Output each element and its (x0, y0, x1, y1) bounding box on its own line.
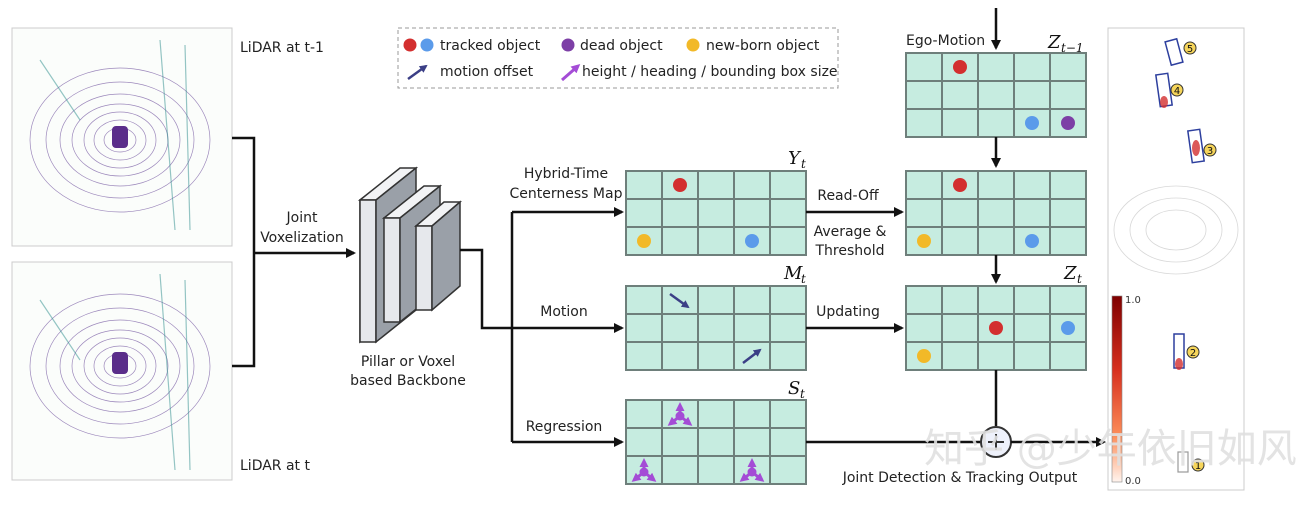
readoff-label: Read-Off (817, 188, 879, 204)
legend-dead: dead object (580, 38, 663, 54)
backbone-to-split (460, 248, 512, 330)
legend-newborn: new-born object (706, 38, 820, 54)
updating-label: Updating (816, 304, 880, 320)
output-label: Joint Detection & Tracking Output (842, 470, 1078, 486)
legend-regression-arrow-icon (561, 64, 581, 82)
track-id-3: 3 (1207, 146, 1213, 157)
track-id-2: 2 (1190, 348, 1196, 359)
backbone-line1: Pillar or Voxel (361, 354, 455, 370)
legend-tracked-red-dot (403, 38, 417, 52)
lidar-top-label: LiDAR at t-1 (240, 40, 324, 56)
grid-Yt-title: Y (788, 148, 802, 169)
colorbar-min: 0.0 (1125, 476, 1141, 487)
watermark: 知乎 @少年依旧如风 (924, 426, 1297, 472)
ego-motion-label: Ego-Motion (906, 33, 985, 49)
voxelization-line2: Voxelization (260, 230, 344, 246)
lidar-input-top (11, 27, 233, 247)
grid-Zt-title: Z (1063, 263, 1077, 284)
grid-centerness-Yt (625, 170, 807, 256)
lidar-bottom-label: LiDAR at t (240, 458, 310, 474)
track-id-4: 4 (1174, 86, 1180, 97)
grid-St-title: S (788, 378, 800, 399)
grid-St-subscript: t (800, 387, 805, 401)
regression-glyph-2 (631, 458, 657, 482)
legend-motion: motion offset (440, 64, 534, 80)
grid-regression-St (625, 399, 807, 485)
grid-motion-Mt (625, 285, 807, 371)
regression-label: Regression (526, 419, 603, 435)
legend: tracked object dead object new-born obje… (397, 27, 839, 89)
legend-motion-arrow-icon (407, 64, 428, 81)
legend-regression: height / heading / bounding box size (582, 64, 838, 80)
average-label-line2: Threshold (815, 243, 885, 259)
motion-label: Motion (540, 304, 587, 320)
grid-Mt-subscript: t (801, 272, 806, 286)
colorbar-max: 1.0 (1125, 295, 1141, 306)
legend-dead-dot (561, 38, 575, 52)
backbone-blocks (357, 166, 463, 344)
regression-glyph-3 (739, 458, 765, 482)
grid-Zprev-title: Z (1047, 32, 1061, 53)
grid-track-Zt (905, 285, 1087, 371)
grid-Zt-subscript: t (1077, 272, 1082, 286)
legend-tracked-blue-dot (420, 38, 434, 52)
output-panel: 5 4 3 2 1 (1107, 27, 1245, 491)
legend-newborn-dot (686, 38, 700, 52)
heat-colorbar (1111, 295, 1123, 483)
grid-Zprev-subscript: t−1 (1061, 41, 1084, 55)
track-id-5: 5 (1187, 44, 1193, 55)
average-label-line1: Average & (814, 224, 887, 240)
grid-Mt-title: M (783, 263, 803, 284)
track-id-1: 1 (1195, 461, 1201, 472)
regression-glyph-1 (667, 402, 693, 426)
centerness-label-line1: Hybrid-Time (524, 166, 608, 182)
backbone-line2: based Backbone (350, 373, 466, 389)
centerness-label-line2: Centerness Map (510, 186, 623, 202)
grid-track-Zprev (905, 52, 1087, 138)
legend-tracked: tracked object (440, 38, 541, 54)
voxelization-line1: Joint (286, 210, 318, 226)
join-bracket (232, 136, 256, 368)
lidar-input-bottom (11, 261, 233, 481)
grid-Yt-subscript: t (801, 157, 806, 171)
grid-readoff (905, 170, 1087, 256)
